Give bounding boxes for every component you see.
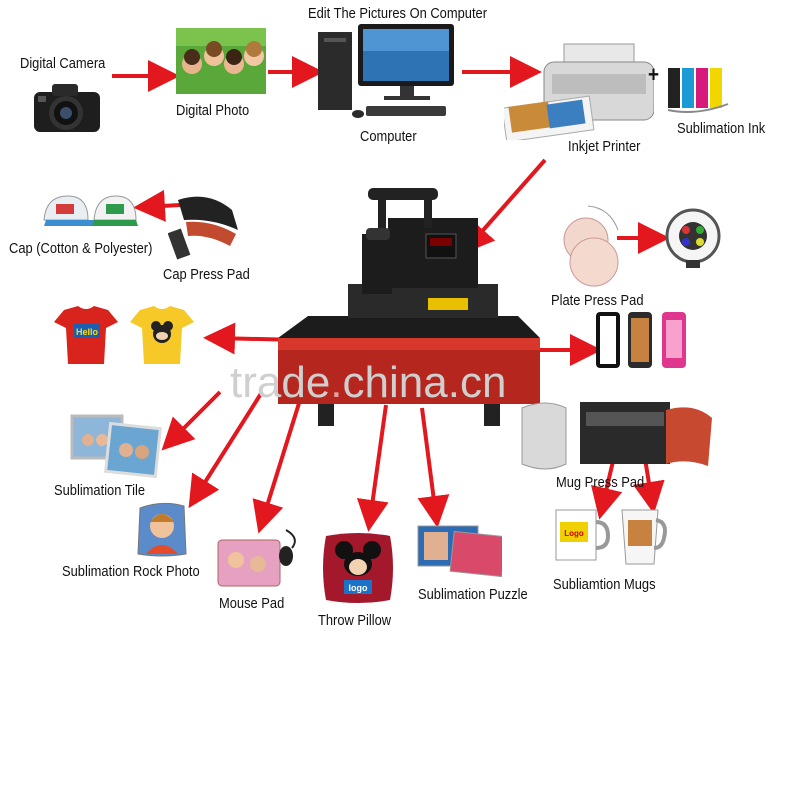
label-sublimation-ink: Sublimation Ink <box>677 120 766 137</box>
arrow-press-to-puzzle <box>417 407 450 528</box>
throw-pillow-image: logo <box>323 533 393 603</box>
label-mouse-pad: Mouse Pad <box>219 595 285 612</box>
arrow-printer-to-press <box>462 158 547 254</box>
watermark-right: china.cn <box>342 358 507 407</box>
label-sublimation-mugs: Subliamtion Mugs <box>553 576 656 593</box>
label-sublimation-rock-photo: Sublimation Rock Photo <box>62 563 200 580</box>
watermark-left: trade <box>230 358 331 407</box>
plate-press-pads-image <box>563 205 619 287</box>
label-computer: Computer <box>360 128 417 145</box>
tshirts-image: Hello <box>54 306 194 364</box>
label-plate-press-pad: Plate Press Pad <box>551 292 644 309</box>
arrow-cappad-to-caps <box>133 189 181 222</box>
digital-photo-image <box>176 28 266 94</box>
arrow-press-to-mousepad <box>252 399 302 534</box>
label-throw-pillow: Throw Pillow <box>318 612 392 629</box>
title-edit-pictures: Edit The Pictures On Computer <box>308 5 488 22</box>
heat-press-machine <box>278 188 540 426</box>
label-cap: Cap (Cotton & Polyester) <box>9 240 153 257</box>
label-digital-photo: Digital Photo <box>176 102 250 119</box>
label-sublimation-puzzle: Sublimation Puzzle <box>418 586 528 603</box>
camera-icon <box>34 84 100 132</box>
sublimation-mugs-image: Logo <box>555 509 667 565</box>
tshirt-print-text: Hello <box>76 327 99 337</box>
plus-sign: + <box>648 62 660 87</box>
arrow-press-to-rockphoto <box>188 390 264 509</box>
decorated-plate-image <box>665 208 721 268</box>
label-sublimation-tile: Sublimation Tile <box>54 482 146 499</box>
sublimation-tile-image <box>70 414 162 478</box>
sublimation-puzzle-image <box>417 525 502 578</box>
mug-press-pads-image <box>521 402 712 470</box>
caps-image <box>43 195 138 226</box>
watermark-dot: . <box>330 358 343 407</box>
pillow-print-text: logo <box>349 583 368 593</box>
arrow-press-to-tile <box>161 390 222 451</box>
cap-press-pad-icon <box>168 196 238 260</box>
computer-icon <box>318 24 454 118</box>
label-mug-press-pad: Mug Press Pad <box>556 474 645 491</box>
label-digital-camera: Digital Camera <box>20 55 106 72</box>
mouse-pad-image <box>217 529 296 587</box>
phone-cases-image <box>596 312 686 368</box>
sublimation-ink-icon <box>667 68 729 113</box>
sublimation-rock-photo-image <box>137 502 187 557</box>
label-inkjet-printer: Inkjet Printer <box>568 138 641 155</box>
inkjet-printer-icon <box>504 43 654 140</box>
arrow-press-to-pillow <box>356 404 389 532</box>
watermark: trade.china.cn <box>230 358 506 408</box>
mug-logo-text: Logo <box>564 529 584 538</box>
label-cap-press-pad: Cap Press Pad <box>163 266 250 283</box>
